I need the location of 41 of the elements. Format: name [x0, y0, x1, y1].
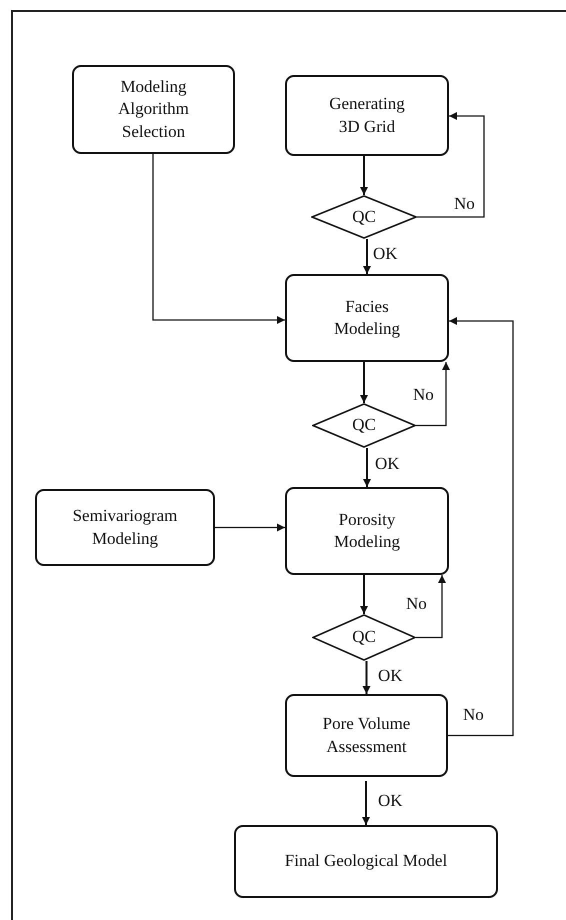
- decision-diamond: [312, 403, 416, 448]
- arrow: [362, 661, 370, 694]
- process-box: [72, 65, 235, 154]
- arrow: [363, 239, 371, 274]
- process-box: [35, 489, 215, 566]
- process-box: [285, 487, 449, 575]
- edge-label: No: [462, 706, 485, 723]
- arrow: [416, 362, 450, 426]
- process-box: [285, 274, 449, 362]
- arrow: [362, 781, 370, 825]
- arrow: [152, 154, 285, 324]
- node-label: Porosity Modeling: [332, 508, 402, 553]
- node-label: Final Geological Model: [284, 850, 448, 872]
- edge-label: No: [412, 386, 435, 403]
- node-label: QC: [351, 414, 377, 436]
- edge-label: OK: [372, 245, 399, 262]
- arrow: [448, 317, 514, 736]
- edge-label: OK: [377, 792, 404, 809]
- node-label: QC: [351, 626, 377, 648]
- decision-diamond: [312, 614, 416, 661]
- arrow: [363, 448, 371, 487]
- edge-label: OK: [377, 667, 404, 684]
- node-label: Facies Modeling: [332, 296, 402, 340]
- node-label: Semivariogram Modeling: [72, 505, 178, 550]
- process-box: [285, 75, 449, 156]
- node-label: Generating 3D Grid: [328, 93, 406, 138]
- node-label: Modeling Algorithm Selection: [117, 76, 190, 143]
- decision-diamond: [311, 195, 417, 239]
- edge-label: No: [405, 595, 428, 612]
- arrow: [360, 362, 368, 403]
- arrow: [417, 112, 485, 218]
- process-box: [234, 825, 498, 898]
- arrow: [215, 524, 285, 532]
- node-label: Pore Volume Assessment: [322, 713, 412, 758]
- arrow: [360, 575, 368, 614]
- arrow: [416, 575, 446, 638]
- edge-label: OK: [374, 455, 401, 472]
- arrow: [360, 156, 368, 195]
- process-box: [285, 694, 448, 777]
- edge-label: No: [453, 195, 476, 212]
- node-label: QC: [351, 206, 377, 228]
